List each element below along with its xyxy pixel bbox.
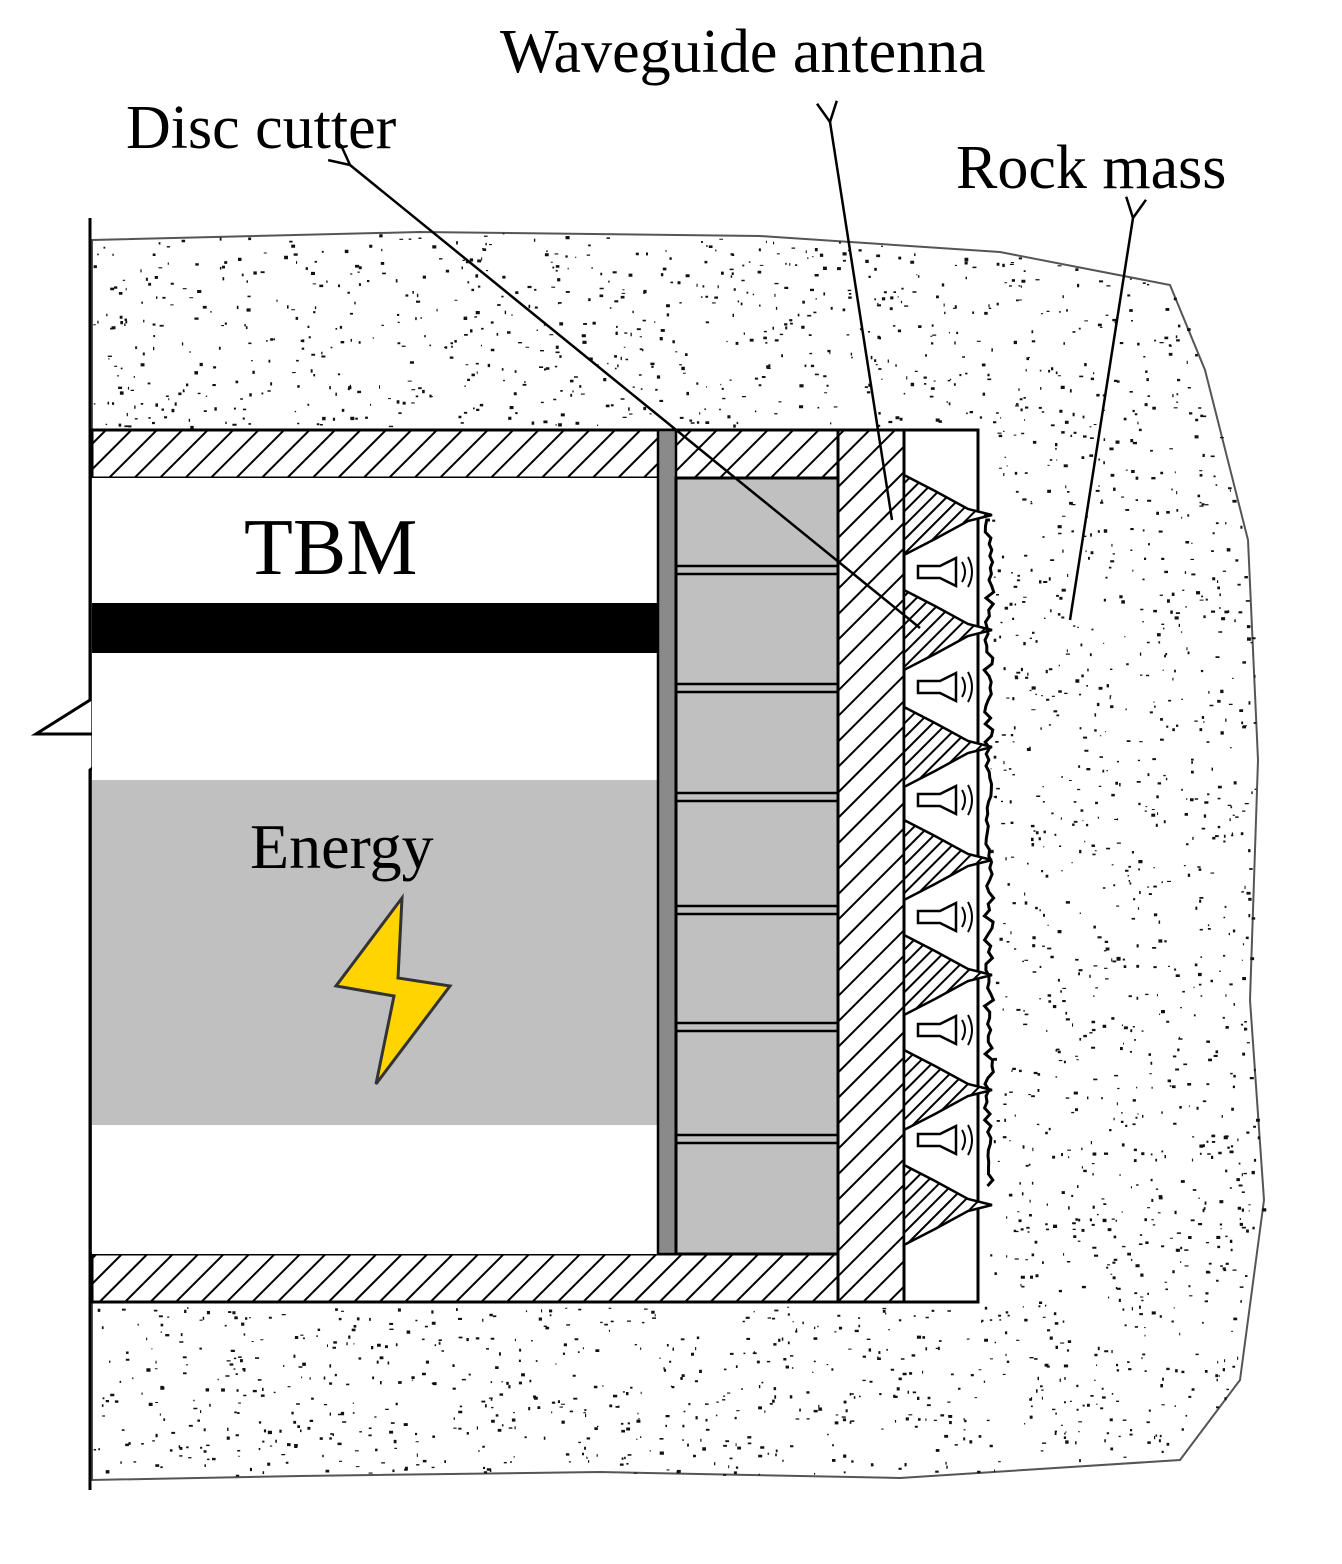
label-tbm: TBM bbox=[244, 504, 417, 592]
label-rock-mass: Rock mass bbox=[956, 134, 1226, 202]
rock-mass-arrow bbox=[1068, 218, 1133, 621]
label-energy: Energy bbox=[250, 811, 434, 882]
vertical-plate bbox=[656, 428, 678, 1256]
cutterhead-cell-dividers bbox=[676, 564, 838, 1145]
break-line-icon bbox=[30, 218, 145, 1490]
label-disc-cutter: Disc cutter bbox=[126, 94, 397, 162]
front-plate bbox=[836, 428, 906, 1304]
waveguide-antenna-row bbox=[916, 555, 973, 1157]
disc-cutter-row bbox=[902, 472, 993, 1248]
lightning-bolt-icon bbox=[333, 893, 453, 1085]
label-waveguide-antenna: Waveguide antenna bbox=[500, 18, 986, 86]
rock-face-edge bbox=[982, 518, 996, 1187]
disc-cutter-arrow bbox=[350, 165, 921, 629]
cutterhead-block bbox=[674, 476, 840, 1256]
black-bar bbox=[92, 603, 658, 653]
waveguide-antenna-arrow bbox=[830, 122, 894, 521]
shell-bottom bbox=[90, 1252, 840, 1304]
